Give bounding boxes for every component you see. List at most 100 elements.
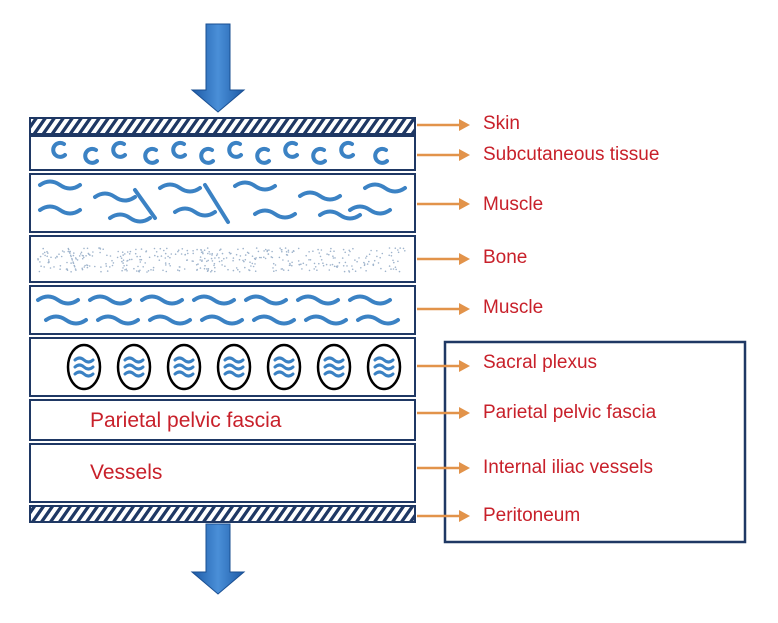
- bone-dot: [71, 259, 74, 261]
- bone-dot: [174, 253, 177, 255]
- bone-dot: [281, 250, 283, 253]
- bone-dot: [58, 253, 60, 255]
- bone-dot: [309, 259, 312, 261]
- bone-dot: [39, 255, 42, 258]
- nerve-wave: [223, 363, 245, 371]
- bone-dot: [308, 251, 310, 253]
- bone-dot: [47, 261, 50, 264]
- bone-dot: [128, 258, 131, 261]
- bone-dot: [122, 259, 125, 262]
- label-subcutaneous-tissue: Subcutaneous tissue: [483, 144, 660, 165]
- bone-dot: [313, 262, 316, 265]
- bone-dot: [242, 259, 244, 262]
- label-sacral-plexus: Sacral plexus: [483, 352, 598, 373]
- muscle-fiber: [108, 212, 152, 224]
- bone-dot: [302, 262, 305, 265]
- bone-dot: [187, 252, 189, 255]
- bone-dot: [47, 259, 50, 261]
- subcut-curl: [111, 140, 127, 159]
- right-arrow-icon: [459, 407, 470, 419]
- bone-dot: [394, 266, 397, 269]
- bone-dot: [196, 248, 198, 251]
- bone-dot: [112, 262, 115, 264]
- bone-dot: [348, 270, 350, 272]
- bone-dot: [106, 270, 109, 272]
- bone-dot: [83, 256, 85, 259]
- bone-dot: [214, 270, 216, 273]
- bone-dot: [287, 269, 290, 272]
- bone-dot: [183, 268, 186, 270]
- bone-dot: [237, 268, 239, 271]
- bone-dot: [72, 262, 75, 265]
- bone-dot: [316, 269, 318, 272]
- bone-dot: [69, 252, 71, 254]
- bone-dot: [363, 264, 366, 267]
- bone-dot: [63, 251, 65, 253]
- bone-dot: [73, 265, 76, 268]
- bone-dot: [281, 249, 283, 251]
- bone-dot: [308, 269, 311, 272]
- nerve-wave: [173, 363, 195, 371]
- bone-dot: [178, 269, 181, 272]
- bone-dot: [244, 258, 247, 261]
- bone-dot: [79, 253, 82, 255]
- bone-dot: [273, 270, 275, 273]
- muscle-fiber: [148, 314, 192, 326]
- bone-dot: [319, 255, 322, 258]
- bone-dot: [397, 249, 399, 251]
- bone-dot: [206, 247, 209, 249]
- bone-dot: [244, 266, 246, 269]
- bone-dot: [308, 259, 310, 261]
- bone-dot: [365, 255, 368, 258]
- bone-dot: [67, 250, 69, 253]
- bone-dot: [289, 262, 291, 265]
- muscle-fiber: [203, 183, 230, 224]
- bone-dot: [402, 247, 405, 250]
- bone-dot: [291, 261, 293, 264]
- bone-dot: [274, 264, 277, 266]
- bone-dot: [341, 257, 344, 259]
- label-bone: Bone: [483, 247, 528, 268]
- bone-dot: [313, 268, 316, 270]
- bone-dot: [204, 264, 206, 267]
- bone-dot: [348, 249, 351, 252]
- bone-dot: [199, 267, 202, 269]
- bone-dot: [390, 255, 393, 257]
- bone-dot: [139, 255, 141, 258]
- bone-dot: [154, 254, 156, 257]
- bone-dot: [278, 256, 281, 259]
- pointer-arrows: [417, 119, 470, 522]
- bone-dot: [122, 267, 124, 269]
- bone-dot: [255, 257, 257, 259]
- bone-dot: [213, 262, 216, 265]
- bone-dot: [272, 262, 275, 265]
- bone-dot: [288, 264, 291, 267]
- bone-dot: [39, 261, 41, 263]
- bone-dot: [224, 265, 226, 268]
- inner-label-parietal-fascia: Parietal pelvic fascia: [90, 409, 282, 432]
- bone-dot: [100, 266, 102, 268]
- bone-dot: [314, 266, 317, 268]
- bone-dot: [209, 253, 211, 255]
- bone-dot: [247, 252, 250, 254]
- muscle-fiber: [253, 208, 297, 220]
- bone-dot: [219, 249, 221, 251]
- bone-dot: [210, 257, 213, 260]
- bone-dot: [124, 269, 126, 271]
- bone-dot: [148, 256, 151, 259]
- bone-dot: [102, 248, 104, 250]
- bone-dot: [356, 260, 358, 263]
- muscle-fiber: [140, 294, 184, 306]
- nerve-wave: [323, 356, 345, 364]
- bone-dot: [312, 250, 314, 252]
- bone-dot: [163, 249, 165, 252]
- bone-dot: [186, 259, 189, 261]
- bone-dot: [397, 251, 400, 254]
- bone-dot: [370, 249, 372, 252]
- bone-dot: [164, 257, 167, 259]
- bone-dot: [120, 257, 123, 260]
- entry-down-arrow-icon: [190, 23, 246, 113]
- muscle-fiber: [93, 191, 137, 203]
- bone-dot: [192, 250, 194, 252]
- bone-dot: [211, 252, 213, 255]
